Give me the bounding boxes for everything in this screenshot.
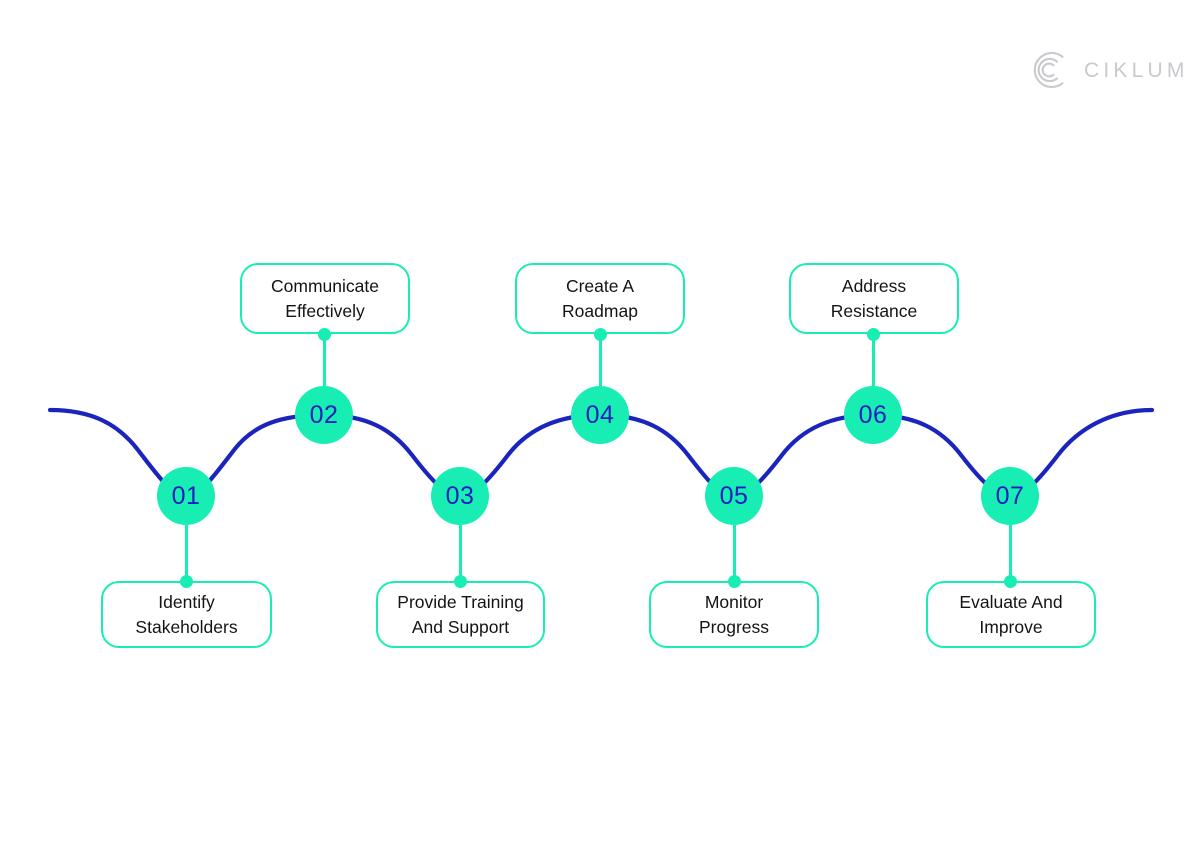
step-card-02[interactable]: Communicate Effectively bbox=[240, 263, 410, 334]
step-number: 05 bbox=[719, 481, 749, 510]
step-node-06[interactable]: 06 bbox=[844, 386, 902, 444]
step-node-02[interactable]: 02 bbox=[295, 386, 353, 444]
connector-stem-07 bbox=[1008, 525, 1012, 581]
step-card-05[interactable]: Monitor Progress bbox=[649, 581, 819, 648]
connector-stem-03 bbox=[458, 525, 462, 581]
step-number: 01 bbox=[171, 481, 201, 510]
step-card-03[interactable]: Provide Training And Support bbox=[376, 581, 545, 648]
step-card-label: Provide Training And Support bbox=[397, 591, 524, 637]
connector-stem-06 bbox=[871, 334, 875, 386]
brand-logo: CIKLUM bbox=[1026, 48, 1189, 92]
step-number: 04 bbox=[585, 400, 615, 429]
connector-dot-07 bbox=[1003, 574, 1017, 588]
connector-stem-02 bbox=[322, 334, 326, 386]
step-card-label: Address Resistance bbox=[830, 275, 918, 321]
ciklum-c-arcs-logo-icon bbox=[1033, 52, 1064, 88]
step-node-03[interactable]: 03 bbox=[431, 467, 489, 525]
connector-dot-06 bbox=[866, 327, 880, 341]
step-card-label: Create A Roadmap bbox=[562, 275, 638, 321]
brand-wordmark: CIKLUM bbox=[1084, 58, 1189, 82]
connector-dot-03 bbox=[453, 574, 467, 588]
step-number: 06 bbox=[858, 400, 888, 429]
step-number: 03 bbox=[445, 481, 475, 510]
step-card-label: Monitor Progress bbox=[698, 591, 770, 637]
connector-dot-04 bbox=[593, 327, 607, 341]
connector-dot-01 bbox=[179, 574, 193, 588]
step-card-04[interactable]: Create A Roadmap bbox=[515, 263, 685, 334]
connector-dot-02 bbox=[317, 327, 331, 341]
step-number: 07 bbox=[995, 481, 1025, 510]
step-node-04[interactable]: 04 bbox=[571, 386, 629, 444]
step-number: 02 bbox=[309, 400, 339, 429]
step-node-07[interactable]: 07 bbox=[981, 467, 1039, 525]
connector-stem-05 bbox=[732, 525, 736, 581]
step-card-label: Communicate Effectively bbox=[271, 275, 379, 321]
step-node-05[interactable]: 05 bbox=[705, 467, 763, 525]
connector-stem-01 bbox=[184, 525, 188, 581]
step-card-label: Evaluate And Improve bbox=[959, 591, 1063, 637]
step-card-01[interactable]: Identify Stakeholders bbox=[101, 581, 272, 648]
step-card-06[interactable]: Address Resistance bbox=[789, 263, 959, 334]
step-node-01[interactable]: 01 bbox=[157, 467, 215, 525]
connector-dot-05 bbox=[727, 574, 741, 588]
connector-stem-04 bbox=[598, 334, 602, 386]
step-card-label: Identify Stakeholders bbox=[135, 591, 238, 637]
step-card-07[interactable]: Evaluate And Improve bbox=[926, 581, 1096, 648]
